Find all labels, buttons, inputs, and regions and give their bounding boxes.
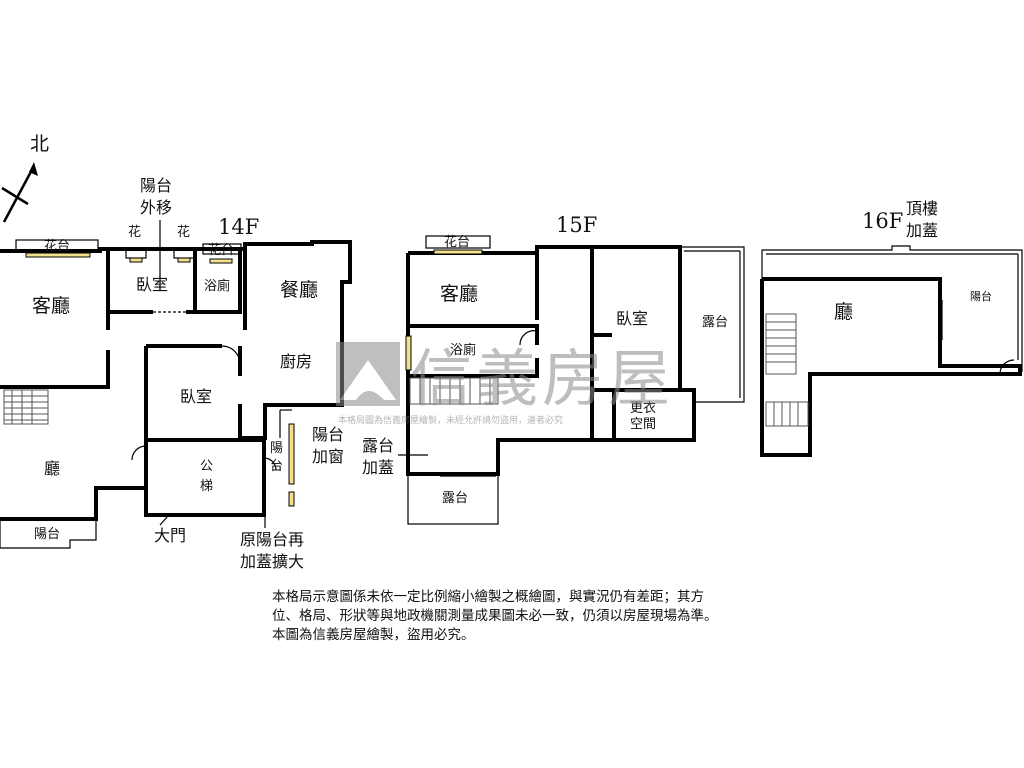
f15-terrace-bottom-label: 露台	[442, 491, 468, 506]
f14-planter-left-label: 花台	[44, 238, 70, 254]
f15-floor-label: 15F	[556, 213, 597, 237]
watermark-caption: 本格局圖為信義房屋繪製，未經允許請勿盜用，違者必究	[338, 414, 563, 426]
f14-planter-right-label: 花台	[208, 242, 234, 258]
f14-floor-label: 14F	[218, 215, 259, 239]
f16-hall-label: 廳	[834, 301, 853, 323]
annot-terrace-covered-1: 露台	[362, 436, 394, 455]
f15-planter-label: 花台	[444, 234, 470, 250]
f14-elevator-label-1: 公	[200, 459, 213, 474]
f14-kitchen-label: 廚房	[280, 352, 312, 371]
disclaimer-line-1: 本格局示意圖係未依一定比例縮小繪製之概繪圖，與實況仍有差距；其方	[272, 589, 704, 605]
f14-balcony-side-label-2: 台	[270, 459, 283, 474]
f16-outer-wall	[760, 277, 1022, 457]
f16-floor-label: 16F	[862, 209, 903, 233]
watermark-logo-icon	[336, 342, 400, 406]
disclaimer-notice: 本格局示意圖係未依一定比例縮小繪製之概繪圖，與實況仍有差距；其方 位、格局、形狀…	[272, 588, 792, 645]
annot-balcony-extended-2: 加蓋擴大	[240, 552, 304, 571]
annot-rooftop-addition-2: 加蓋	[906, 221, 938, 240]
f14-bedroom-mid-label: 臥室	[180, 387, 212, 406]
annot-balcony-moved-2: 外移	[140, 198, 172, 217]
f14-elevator-label-2: 梯	[200, 479, 213, 494]
f14-bedroom-top-label: 臥室	[136, 275, 168, 294]
f14-planter-left-box	[15, 239, 99, 252]
f14-living-room-label: 客廳	[32, 295, 70, 317]
floor-15-plan: 15F 客廳 浴廁 臥室 露台 更衣 空間 露台 花台 露台 加蓋	[362, 213, 745, 525]
watermark-brand: 信義房屋	[410, 342, 674, 415]
f15-terrace-right-rail	[680, 246, 745, 403]
f14-planter-b-label: 花	[177, 224, 190, 240]
f15-stairs	[409, 377, 499, 405]
compass-north-label: 北	[30, 133, 49, 155]
disclaimer-line-3: 本圖為信義房屋繪製，盜用必究。	[272, 627, 475, 643]
f15-dressing-label-1: 更衣	[630, 400, 656, 416]
compass: 北	[1, 133, 49, 223]
f14-bathroom-label: 浴廁	[204, 278, 230, 294]
floor-14-plan: 14F 客廳 臥室 浴廁 餐廳 廚房 臥室 廳 公 梯 陽台 陽 台 花台 花 …	[0, 176, 352, 571]
floor-16-plan: 16F 頂樓 加蓋 廳 陽台	[760, 199, 1023, 457]
f15-terrace-right-label: 露台	[702, 315, 728, 330]
f14-balcony-bottom-rail	[0, 519, 97, 549]
annot-terrace-covered-2: 加蓋	[362, 458, 394, 477]
annot-balcony-window-2: 加窗	[312, 447, 344, 466]
f15-bedroom-label: 臥室	[616, 309, 648, 328]
f16-balcony-label: 陽台	[970, 289, 992, 303]
f15-terrace-bottom-rail	[407, 473, 499, 525]
f16-balcony-rail	[761, 245, 1023, 372]
f16-stairs	[765, 313, 809, 427]
annot-rooftop-addition-1: 頂樓	[906, 199, 938, 218]
annot-main-door: 大門	[154, 526, 186, 545]
watermark: 信義房屋 本格局圖為信義房屋繪製，未經允許請勿盜用，違者必究	[336, 342, 674, 426]
f14-planter-a-label: 花	[128, 224, 141, 240]
f15-dressing-label-2: 空間	[630, 417, 656, 432]
annot-balcony-extended-1: 原陽台再	[240, 530, 304, 549]
f15-living-room-label: 客廳	[440, 283, 478, 305]
f14-balcony-bottom-label: 陽台	[34, 527, 60, 542]
f15-bathroom-label: 浴廁	[450, 342, 476, 358]
disclaimer-line-2: 位、格局、形狀等與地政機關測量成果圖未必一致，仍須以房屋現場為準。	[272, 608, 718, 624]
f14-dining-room-label: 餐廳	[280, 279, 318, 301]
annot-balcony-moved-1: 陽台	[140, 176, 172, 195]
f14-hall-label: 廳	[44, 459, 60, 478]
f14-balcony-side-label-1: 陽	[270, 441, 283, 456]
f14-stairs	[3, 389, 49, 425]
f14-side-window	[288, 423, 295, 485]
annot-balcony-window-1: 陽台	[312, 425, 344, 444]
